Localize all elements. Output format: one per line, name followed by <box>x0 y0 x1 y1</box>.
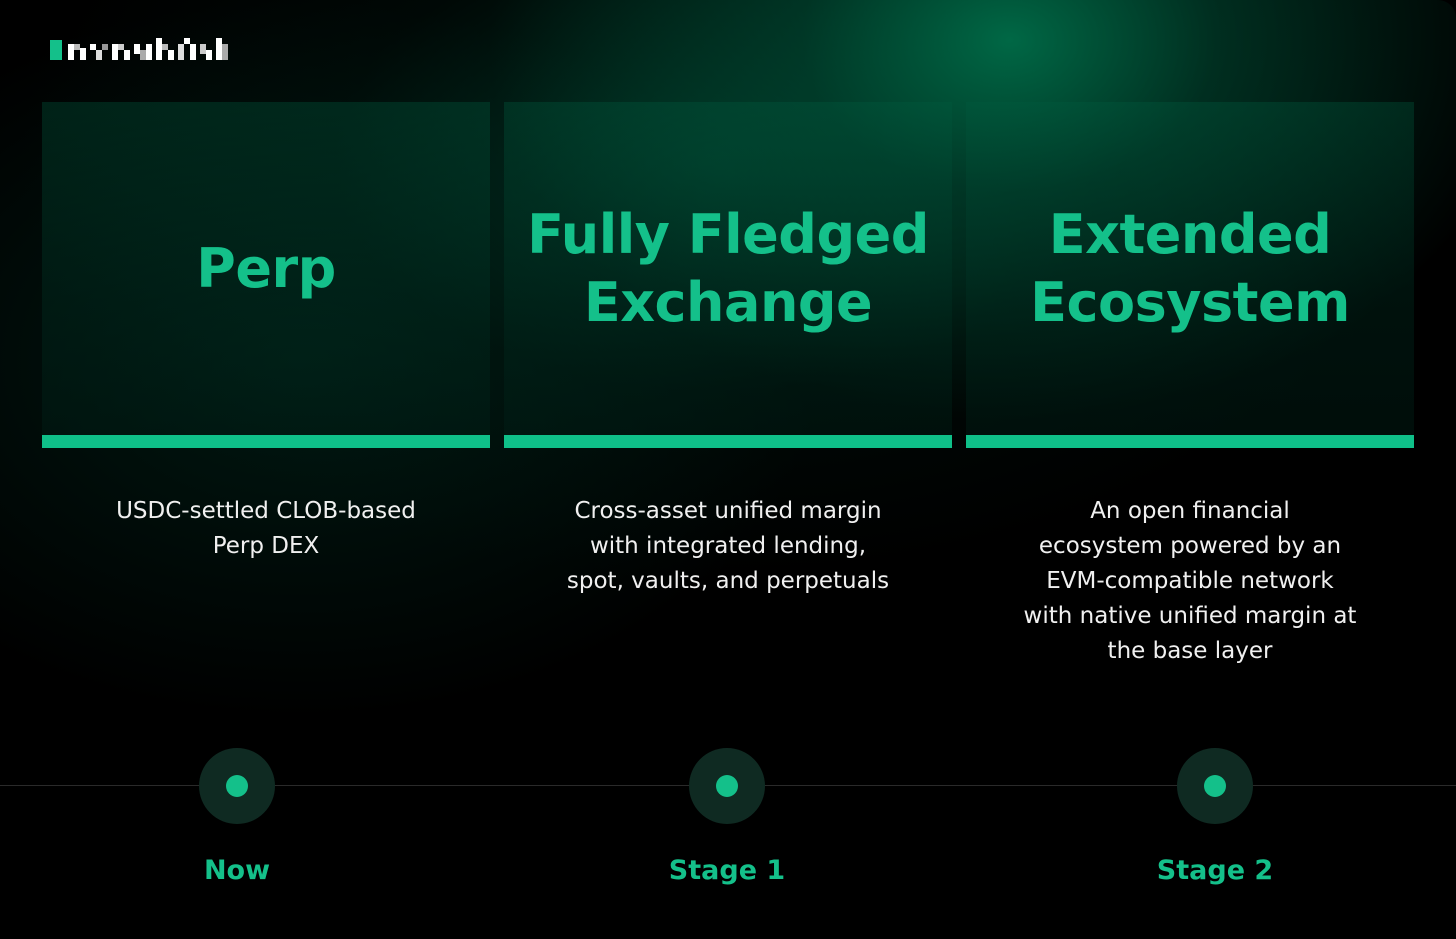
description-line: Perp DEX <box>212 533 320 559</box>
stage-card-exchange: Fully Fledged Exchange <box>504 102 952 448</box>
timeline-node-stage-1 <box>689 748 765 824</box>
description-line: EVM-compatible network <box>1046 568 1334 594</box>
stage-card-perp: Perp <box>42 102 490 448</box>
timeline-dot-icon <box>226 775 248 797</box>
description-line: ecosystem powered by an <box>1038 533 1342 559</box>
description-line: spot, vaults, and perpetuals <box>566 568 890 594</box>
description-line: USDC-settled CLOB-based <box>116 498 416 524</box>
card-background <box>504 102 952 436</box>
description-line: with integrated lending, <box>589 533 867 559</box>
description-line: Cross-asset unified margin <box>574 498 882 524</box>
description-line: the base layer <box>1107 638 1273 664</box>
brand-logo <box>50 38 228 60</box>
card-background <box>966 102 1414 436</box>
stage-description: Cross-asset unified margin with integrat… <box>504 494 952 599</box>
timeline-node-stage-2 <box>1177 748 1253 824</box>
card-background <box>42 102 490 436</box>
description-line: An open financial <box>1090 498 1290 524</box>
stage-card-ecosystem: Extended Ecosystem <box>966 102 1414 448</box>
card-accent-bar <box>42 435 490 448</box>
stage-title: Extended Ecosystem <box>1030 203 1350 334</box>
card-accent-bar <box>504 435 952 448</box>
timeline-label: Now <box>203 855 271 886</box>
stage-description: USDC-settled CLOB-based Perp DEX <box>42 494 490 564</box>
stage-title: Fully Fledged Exchange <box>527 203 929 334</box>
stage-description: An open financial ecosystem powered by a… <box>966 494 1414 669</box>
description-line: with native unified margin at <box>1023 603 1357 629</box>
timeline-dot-icon <box>716 775 738 797</box>
timeline-node-now <box>199 748 275 824</box>
timeline-label: Stage 2 <box>1156 855 1274 886</box>
timeline-label: Stage 1 <box>668 855 786 886</box>
card-accent-bar <box>966 435 1414 448</box>
timeline-dot-icon <box>1204 775 1226 797</box>
stage-title: Perp <box>196 237 336 300</box>
